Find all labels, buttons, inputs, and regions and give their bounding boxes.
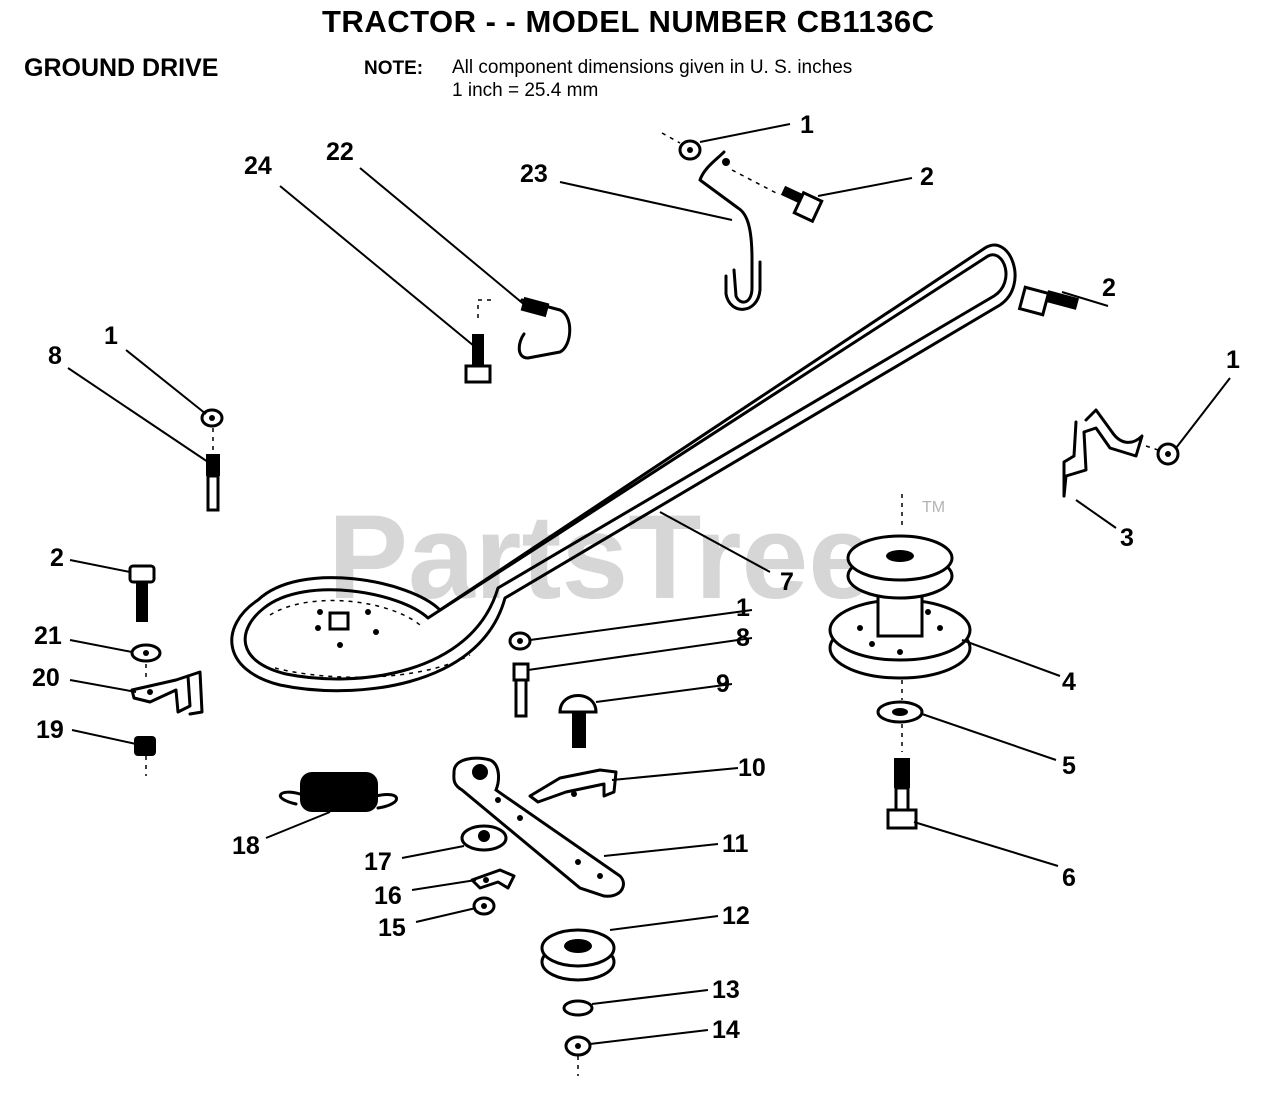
part-12-pulley[interactable] — [540, 928, 616, 982]
callout-18: 18 — [232, 832, 260, 860]
part-1-nut-top[interactable] — [678, 139, 702, 161]
part-19-nut[interactable] — [134, 736, 156, 776]
part-2-bolt-right[interactable] — [1017, 285, 1080, 317]
part-2-bolt-left[interactable] — [128, 564, 156, 622]
part-14-nut[interactable] — [564, 1035, 592, 1076]
part-16-bracket[interactable] — [470, 868, 516, 890]
callout-2-top: 2 — [920, 163, 934, 191]
callout-8-left: 8 — [48, 342, 62, 370]
callout-3: 3 — [1120, 524, 1134, 552]
part-3-bracket[interactable] — [1062, 408, 1144, 498]
part-13-washer[interactable] — [562, 999, 594, 1017]
callout-20: 20 — [32, 664, 60, 692]
part-23-bracket[interactable] — [661, 132, 781, 311]
watermark-tm: TM — [922, 499, 945, 516]
note-label: NOTE: — [364, 58, 424, 79]
part-17-washer[interactable] — [460, 824, 508, 852]
callout-24: 24 — [244, 152, 272, 180]
leader-lines — [67, 123, 1231, 1045]
part-21-washer[interactable] — [130, 643, 162, 663]
part-6-bolt[interactable] — [886, 758, 918, 830]
part-20-bracket[interactable] — [130, 664, 204, 716]
note-line-1: All component dimensions given in U. S. … — [452, 57, 853, 78]
callout-16: 16 — [374, 882, 402, 910]
callout-6: 6 — [1062, 864, 1076, 892]
part-8-stud-left[interactable] — [206, 454, 220, 512]
callout-11: 11 — [722, 830, 749, 858]
part-8-stud-mid[interactable] — [512, 662, 530, 718]
part-1-nut-left[interactable] — [200, 408, 224, 450]
callout-2-left: 2 — [50, 544, 64, 572]
callout-14: 14 — [712, 1016, 740, 1044]
callout-7: 7 — [780, 568, 794, 596]
part-7-belt[interactable] — [230, 243, 1017, 693]
callout-labels: 1 2 23 24 22 2 1 3 1 8 2 21 20 19 7 1 8 … — [32, 111, 1240, 1044]
callout-1-right: 1 — [1226, 346, 1240, 374]
note-line-2: 1 inch = 25.4 mm — [452, 80, 599, 101]
callout-1-left: 1 — [104, 322, 118, 350]
callout-10: 10 — [738, 754, 766, 782]
part-24-bolt[interactable] — [464, 334, 492, 384]
part-1-nut-mid[interactable] — [508, 631, 532, 651]
part-1-nut-right[interactable] — [1145, 442, 1180, 466]
callout-1-mid: 1 — [736, 594, 750, 622]
callout-15: 15 — [378, 914, 406, 942]
part-2-bolt-top[interactable] — [780, 185, 824, 224]
callout-19: 19 — [36, 716, 64, 744]
callout-21: 21 — [34, 622, 62, 650]
callout-2-right: 2 — [1102, 274, 1116, 302]
part-5-washer[interactable] — [876, 700, 924, 752]
part-10-bracket[interactable] — [528, 768, 618, 804]
callout-13: 13 — [712, 976, 740, 1004]
part-15-nut[interactable] — [472, 896, 496, 916]
callout-9: 9 — [716, 670, 730, 698]
part-22-bracket[interactable] — [477, 296, 572, 360]
part-18-spring[interactable] — [279, 772, 398, 812]
callout-22: 22 — [326, 138, 354, 166]
callout-4: 4 — [1062, 668, 1076, 696]
page-title: TRACTOR - - MODEL NUMBER CB1136C — [322, 4, 935, 39]
callout-17: 17 — [364, 848, 392, 876]
part-11-lever[interactable] — [452, 756, 625, 898]
callout-1-top: 1 — [800, 111, 814, 139]
callout-12: 12 — [722, 902, 750, 930]
callout-23: 23 — [520, 160, 548, 188]
part-9-bolt[interactable] — [558, 694, 598, 749]
callout-8-mid: 8 — [736, 624, 750, 652]
callout-5: 5 — [1062, 752, 1076, 780]
section-title: GROUND DRIVE — [24, 54, 219, 82]
watermark-text: PartsTree — [328, 490, 875, 624]
part-4-pulley[interactable] — [828, 494, 972, 700]
